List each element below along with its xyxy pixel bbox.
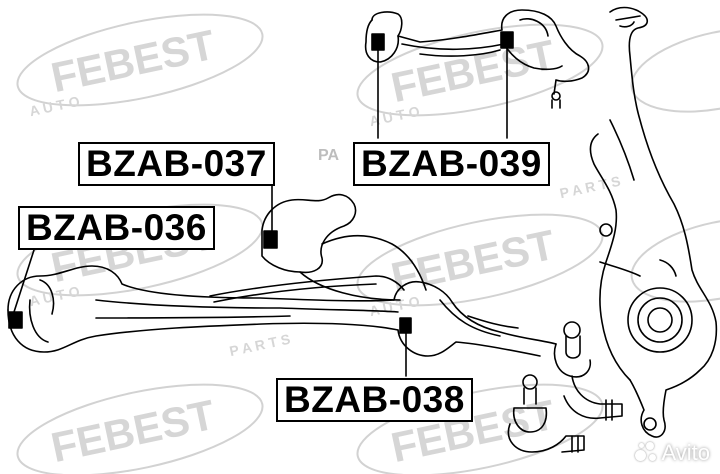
avito-text: Avito — [661, 440, 710, 465]
watermark-partial: PA — [318, 147, 339, 164]
upper-control-arm — [364, 9, 590, 109]
label-bzab-038: BZAB-038 — [276, 378, 473, 422]
label-bzab-037: BZAB-037 — [78, 142, 275, 186]
avito-dots-icon — [635, 442, 657, 464]
avito-watermark: Avito — [635, 440, 710, 466]
bushing-037 — [263, 230, 278, 249]
lower-front-arm — [209, 193, 427, 303]
bushing-036 — [8, 311, 23, 329]
lower-main-arm — [7, 265, 557, 357]
steering-knuckle — [589, 6, 718, 438]
bushing-038 — [399, 317, 412, 334]
label-bzab-039: BZAB-039 — [353, 142, 550, 186]
ball-joint-upper — [553, 321, 623, 421]
leader-036 — [13, 249, 35, 313]
label-bzab-036: BZAB-036 — [18, 206, 215, 250]
ball-joint-lower — [507, 374, 585, 453]
